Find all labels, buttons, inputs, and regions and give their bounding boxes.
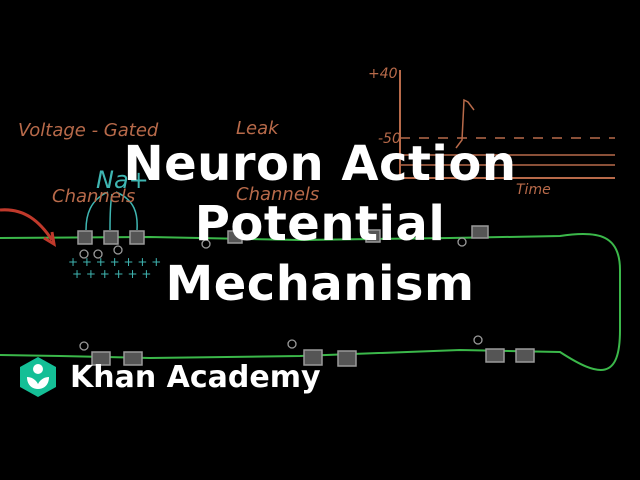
ion-flow-arrow: [85, 191, 109, 231]
incoming-signal-arrowhead: [43, 231, 57, 247]
sodium-ion-label: Na+: [96, 166, 149, 194]
plus-marks: + + + + + + +: [68, 255, 161, 269]
gate-circle: [457, 237, 467, 247]
khan-academy-brand: Khan Academy: [16, 352, 321, 402]
brand-name: Khan Academy: [70, 359, 321, 395]
title-line-3: Mechanism: [165, 256, 475, 312]
incoming-signal-arrow: [0, 208, 54, 241]
graph-top-tick: +40: [368, 66, 398, 82]
channel-box: [123, 351, 143, 366]
channel-box: [485, 348, 505, 363]
gate-circle: [473, 335, 483, 345]
channel-box: [91, 351, 111, 366]
ion-flow-arrow: [115, 191, 138, 231]
channel-box: [337, 350, 357, 367]
channel-box: [365, 229, 381, 243]
channel-box: [227, 230, 243, 244]
plus-marks: + + + + + +: [72, 267, 151, 281]
graph-mid-tick: -50: [378, 131, 401, 147]
channel-box: [303, 349, 323, 366]
gate-circle: [287, 339, 297, 349]
gate-circle: [201, 239, 211, 249]
gate-circle: [113, 245, 123, 255]
graph-x-label: Time: [516, 182, 551, 198]
khan-academy-logo-icon: [20, 357, 56, 397]
ion-flow-arrow: [109, 193, 113, 231]
gate-circle: [79, 341, 89, 351]
title-line-1: Neuron Action: [123, 136, 517, 192]
graph-spike: [455, 98, 475, 149]
channel-box: [471, 225, 489, 239]
channel-box: [129, 230, 145, 245]
video-title: Neuron Action Potential Mechanism: [0, 134, 640, 314]
leak-channels-label: Leak Channels: [236, 118, 320, 205]
gate-circle: [93, 249, 103, 259]
channel-box: [515, 348, 535, 363]
channel-box: [77, 230, 93, 245]
voltage-gated-label: Voltage - Gated Channels: [18, 120, 159, 207]
membrane-top: [0, 232, 621, 371]
gate-circle: [79, 249, 89, 259]
channel-box: [103, 230, 119, 245]
title-line-2: Potential: [194, 196, 446, 252]
